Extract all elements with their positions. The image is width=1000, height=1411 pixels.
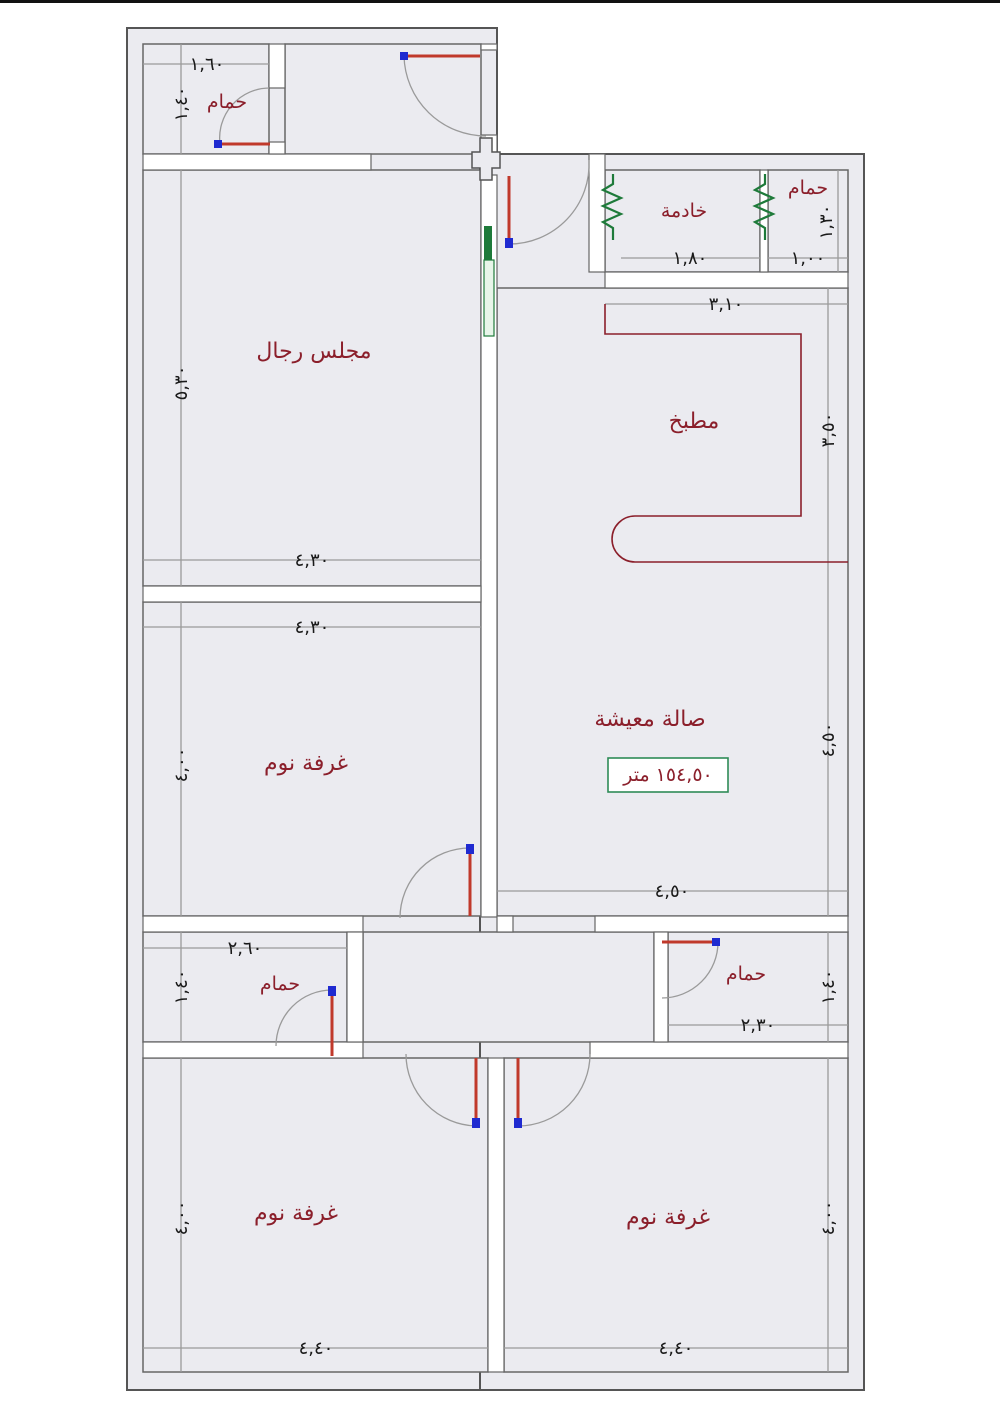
room-label-majlis: مجلس رجال	[256, 339, 371, 364]
door-leaves	[214, 52, 720, 1128]
room-bedroom-1	[142, 601, 482, 917]
room-majlis	[142, 169, 482, 587]
room-bath-top-left	[142, 43, 270, 155]
dim-bath-top-left-h: ١,٤٠	[171, 87, 192, 122]
interior-walls	[142, 43, 849, 1373]
dim-bedroom-1-w: ٤,٣٠	[295, 617, 330, 638]
sliding-door	[483, 226, 495, 337]
room-label-bedroom-1: غرفة نوم	[264, 751, 348, 776]
room-label-bedroom-2: غرفة نوم	[254, 1201, 338, 1226]
dim-majlis-w: ٤,٣٠	[295, 550, 330, 571]
dim-majlis-h: ٥,٣٠	[171, 366, 192, 401]
dim-living-h: ٤,٥٠	[818, 723, 839, 758]
room-label-bedroom-3: غرفة نوم	[626, 1205, 710, 1230]
zigzag-partitions	[600, 174, 776, 240]
room-bath-bottom-right	[667, 931, 849, 1043]
dim-bedroom-1-h: ٤,٠٠	[171, 748, 192, 783]
area-badge-border	[607, 757, 729, 793]
room-label-kitchen: مطبخ	[669, 409, 720, 434]
area-badge: ١٥٤,٥٠ متر	[622, 764, 713, 786]
room-living	[496, 287, 849, 917]
room-bath-top-right	[767, 169, 849, 273]
dim-bath-top-right-w: ١,٠٠	[791, 248, 826, 269]
top-border	[0, 0, 1000, 3]
room-label-bath-bottom-right: حمام	[726, 963, 766, 985]
door-swings	[218, 55, 719, 1127]
room-label-bath-bottom-left: حمام	[260, 973, 300, 995]
dim-bedroom-2-w: ٤,٤٠	[299, 1338, 334, 1359]
dimension-lines	[143, 44, 848, 1372]
dim-living-w: ٤,٥٠	[655, 881, 690, 902]
kitchen-counter	[604, 304, 848, 563]
dim-bath-bottom-right-h: ١,٤٠	[818, 970, 839, 1005]
dim-maid-w: ١,٨٠	[673, 248, 708, 269]
entry-column	[471, 137, 501, 181]
room-label-living: صالة معيشة	[594, 707, 705, 732]
dim-bath-top-right-h: ١,٣٠	[816, 205, 837, 240]
room-label-maid: خادمة	[661, 200, 707, 222]
room-bath-bottom-left	[142, 931, 348, 1043]
room-vestibule	[284, 43, 482, 155]
dim-bath-bottom-right-w: ٢,٣٠	[741, 1015, 776, 1036]
dim-bath-top-left-w: ١,٦٠	[190, 54, 225, 75]
dim-bedroom-3-w: ٤,٤٠	[659, 1338, 694, 1359]
room-bedroom-3	[503, 1057, 849, 1373]
dimension-labels-v: ١,٤٠ ٥,٣٠ ٤,٠٠ ١,٣٠ ٣,٥٠ ٤,٥٠ ١,٤٠ ١,٤٠ …	[171, 87, 839, 1236]
dim-bath-bottom-left-w: ٢,٦٠	[228, 938, 263, 959]
dim-bedroom-3-h: ٤,٠٠	[818, 1201, 839, 1236]
room-label-bath-top-left: حمام	[207, 91, 247, 113]
room-maid	[604, 169, 761, 273]
room-label-bath-top-right: حمام	[788, 177, 828, 199]
dim-kitchen-h: ٣,٥٠	[818, 413, 839, 448]
dim-bedroom-2-h: ٤,٠٠	[171, 1201, 192, 1236]
dim-bath-bottom-left-h: ١,٤٠	[171, 970, 192, 1005]
room-corridor	[362, 931, 655, 1043]
dim-kitchen-w: ٣,١٠	[709, 294, 744, 315]
room-bedroom-2	[142, 1057, 489, 1373]
dimension-labels-h: ١,٦٠ ٤,٣٠ ٤,٣٠ ١,٨٠ ١,٠٠ ٣,١٠ ٤,٥٠ ٢,٦٠ …	[190, 54, 826, 1359]
